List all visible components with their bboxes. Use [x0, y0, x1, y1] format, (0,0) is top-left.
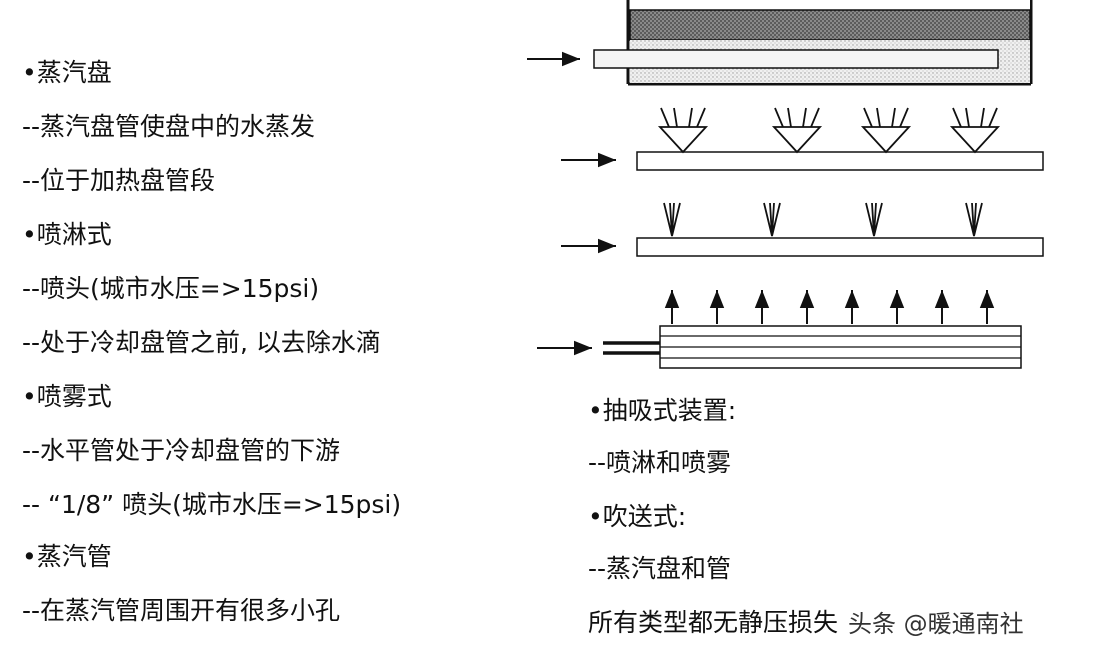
- blow-type-line: --蒸汽盘和管: [588, 554, 732, 583]
- bullet-steam-pipe: •蒸汽管: [22, 542, 112, 571]
- steam-pan-line-1: --蒸汽盘管使盘中的水蒸发: [22, 112, 316, 141]
- watermark: 头条 @暖通南社: [848, 610, 1024, 638]
- steam-pan-diagram: [527, 0, 1033, 86]
- bullet-suction-device: •抽吸式装置:: [588, 396, 737, 425]
- steam-pan-line-2: --位于加热盘管段: [22, 166, 216, 195]
- bullet-spray-type: •喷淋式: [22, 220, 112, 249]
- mist-type-line-1: --水平管处于冷却盘管的下游: [22, 436, 341, 465]
- mist-type-line-2: -- “1/8” 喷头(城市水压=>15psi): [22, 490, 402, 519]
- spray-type-line-2: --处于冷却盘管之前, 以去除水滴: [22, 328, 381, 357]
- steam-pipe-line-1: --在蒸汽管周围开有很多小孔: [22, 596, 341, 625]
- spray-nozzle-diagram: [561, 107, 1044, 171]
- footer-note: 所有类型都无静压损失: [588, 608, 839, 637]
- suction-device-line: --喷淋和喷雾: [588, 448, 732, 477]
- bullet-steam-pan: •蒸汽盘: [22, 58, 112, 87]
- spray-type-line-1: --喷头(城市水压=>15psi): [22, 274, 320, 303]
- mist-nozzle-diagram: [561, 202, 1044, 257]
- bullet-mist-type: •喷雾式: [22, 382, 112, 411]
- steam-pipe-diagram: [537, 290, 1022, 369]
- bullet-blow-type: •吹送式:: [588, 502, 687, 531]
